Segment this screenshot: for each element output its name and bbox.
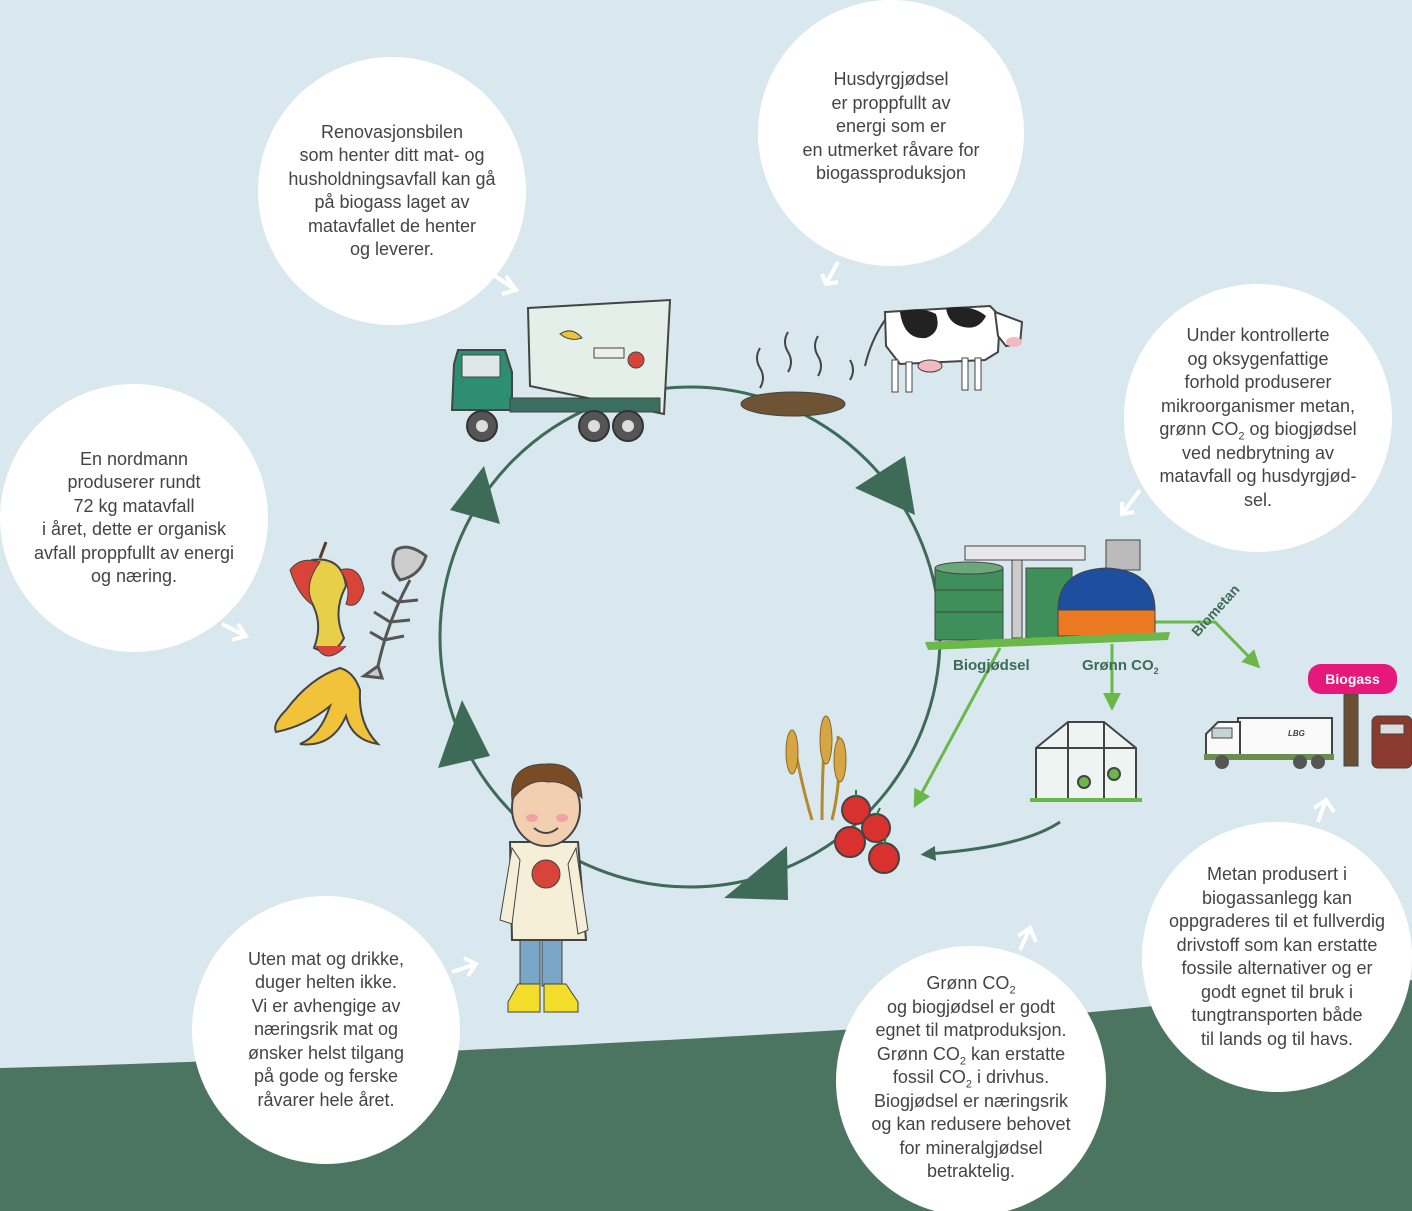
bubble-text-line: husholdningsavfall kan gå xyxy=(288,168,496,189)
bubble-husdyrgjodsel: Husdyrgjødsel er proppfullt av energi so… xyxy=(758,0,1024,266)
bubble-text-line: matavfall og husdyrgjød- xyxy=(1159,466,1357,486)
greenhouse-icon xyxy=(1030,721,1142,802)
bubble-text-line: ønsker helst tilgang xyxy=(247,1042,405,1063)
bubble-text-line: som henter ditt mat- og xyxy=(299,145,485,165)
bubble-text-line: ved nedbrytning av xyxy=(1181,442,1335,463)
bubble-text-line: og oksygenfattige xyxy=(1187,348,1329,369)
bubble-text-line: i året, dette er organisk xyxy=(41,519,227,539)
bubble-text-line: oppgraderes til et fullverdig xyxy=(1168,911,1386,931)
bubble-text-line: på biogass laget av xyxy=(314,192,470,212)
bubble-text-line: råvarer hele året. xyxy=(257,1089,395,1110)
cycle-arrowhead xyxy=(855,456,915,515)
cow-icon xyxy=(864,304,1024,393)
biometan-arrow xyxy=(1155,620,1261,669)
bubble-text-line: og biogjødsel er godt xyxy=(886,996,1056,1017)
biogass-sign: Biogass xyxy=(1308,664,1397,694)
bubble-text-line: Grønn CO2 xyxy=(871,972,1070,996)
bubble-text-line: og leverer. xyxy=(349,239,435,259)
bubble-text-line: mikroorganismer metan, xyxy=(1160,395,1356,416)
bubble-text-line: egnet til matproduksjon. xyxy=(875,1020,1067,1040)
bubble-text-part: i drivhus. xyxy=(972,1067,1050,1087)
bubble-text-line: fossile alternativer og er xyxy=(1181,958,1373,978)
bubble-text-line: sel. xyxy=(1243,489,1272,510)
bubble-text-part: kan erstatte xyxy=(966,1043,1066,1064)
subscript: 2 xyxy=(1238,430,1245,443)
bubble-renovasjon: Renovasjonsbilen som henter ditt mat- og… xyxy=(258,57,526,325)
bubble-text-line: energi som er xyxy=(835,116,947,136)
bubble-text-line: på gode og ferske xyxy=(253,1066,399,1087)
co2-text: Grønn CO xyxy=(876,1043,960,1064)
apple-core-icon xyxy=(289,541,365,657)
bubble-gronn-co2: Grønn CO2 og biogjødsel er godt egnet ti… xyxy=(836,946,1106,1211)
biogjodsel-label: Biogjødsel xyxy=(953,657,1030,674)
bubble-text-line: avfall proppfullt av energi xyxy=(33,542,235,563)
bubble-text-line: næringsrik mat og xyxy=(253,1019,399,1040)
biogjodsel-arrow xyxy=(913,647,1002,808)
banana-peel-icon xyxy=(274,666,381,746)
bubble-text-line: og næring. xyxy=(90,566,178,586)
bubble-text-line: er proppfullt av xyxy=(831,92,951,113)
bubble-text-line: duger helten ikke. xyxy=(254,972,398,993)
cycle-arrowhead xyxy=(438,700,490,768)
subscript: 2 xyxy=(1153,666,1159,676)
gronn-co2-label: Grønn CO2 xyxy=(1082,657,1159,676)
wheat-icon xyxy=(785,715,847,821)
gronn-co2-text: Grønn CO xyxy=(1082,657,1154,674)
cycle-arrowhead xyxy=(450,466,500,524)
bubble-text-line: Renovasjonsbilen xyxy=(320,121,464,142)
bubble-text-line: Metan produsert i xyxy=(1206,864,1348,884)
bubble-mat-og-drikke: Uten mat og drikke, duger helten ikke. V… xyxy=(192,896,460,1164)
biogas-plant-icon xyxy=(925,539,1170,650)
co2-text: Grønn CO xyxy=(926,973,1010,993)
bubble-text-line: produserer rundt xyxy=(67,472,201,492)
truck-icon xyxy=(450,298,672,442)
subscript: 2 xyxy=(959,1055,967,1068)
co2-text: fossil CO xyxy=(892,1067,966,1087)
tomato-icon xyxy=(834,790,900,874)
bubble-text-line: Biogjødsel er næringsrik xyxy=(873,1090,1069,1111)
bubble-text-line: godt egnet til bruk i xyxy=(1200,981,1354,1002)
bubble-text-line: drivstoff som kan erstatte xyxy=(1176,934,1378,955)
bubble-text-line: Uten mat og drikke, xyxy=(247,948,405,969)
boy-icon xyxy=(499,763,589,1013)
bubble-text-line: Husdyrgjødsel xyxy=(833,69,949,89)
bubble-metan: Metan produsert i biogassanlegg kan oppg… xyxy=(1142,822,1412,1092)
bubble-text-line: tungtransporten både xyxy=(1191,1005,1363,1025)
bubble-text-line: forhold produserer xyxy=(1184,372,1332,392)
fish-bone-icon xyxy=(359,545,428,680)
subscript: 2 xyxy=(965,1078,973,1091)
subscript: 2 xyxy=(1009,984,1016,997)
bubble-pointers xyxy=(221,261,1336,978)
bubble-text-line: Vi er avhengige av xyxy=(251,995,401,1016)
bubble-text-line: til lands og til havs. xyxy=(1200,1028,1354,1049)
bubble-text-line: biogassanlegg kan xyxy=(1201,887,1353,908)
greenhouse-to-food-arrow xyxy=(920,820,1061,861)
bubble-text-line: Under kontrollerte xyxy=(1186,325,1330,345)
co2-text: grønn CO xyxy=(1159,419,1239,439)
manure-icon xyxy=(740,331,854,417)
bubble-text-line: grønn CO2 og biogjødsel xyxy=(1159,418,1356,442)
bubble-text-line: fossil CO2 i drivhus. xyxy=(871,1066,1070,1090)
bubble-nordmann: En nordmann produserer rundt 72 kg matav… xyxy=(0,384,268,652)
bubble-text-line: og kan redusere behovet xyxy=(871,1114,1071,1134)
bubble-text-line: matavfallet de henter xyxy=(307,215,477,236)
bubble-text-part: og biogjødsel xyxy=(1244,419,1357,439)
bubble-text-line: Grønn CO2 kan erstatte xyxy=(871,1043,1070,1067)
bubble-text-line: En nordmann xyxy=(79,448,189,469)
bubble-text-line: biogassproduksjon xyxy=(815,163,967,183)
truck-lbg-text: LBG xyxy=(1288,729,1305,738)
gas-truck-icon xyxy=(1204,717,1334,769)
bubble-text-line: for mineralgjødsel xyxy=(899,1137,1043,1158)
bubble-text-line: en utmerket råvare for xyxy=(802,139,980,160)
cycle-arrowhead xyxy=(724,846,788,900)
bubble-kontrollerte-forhold: Under kontrollerte og oksygenfattige for… xyxy=(1124,284,1392,552)
bubble-text-line: 72 kg matavfall xyxy=(73,495,195,516)
fuel-pump-icon xyxy=(1343,693,1412,769)
bubble-text-line: betraktelig. xyxy=(926,1161,1016,1181)
